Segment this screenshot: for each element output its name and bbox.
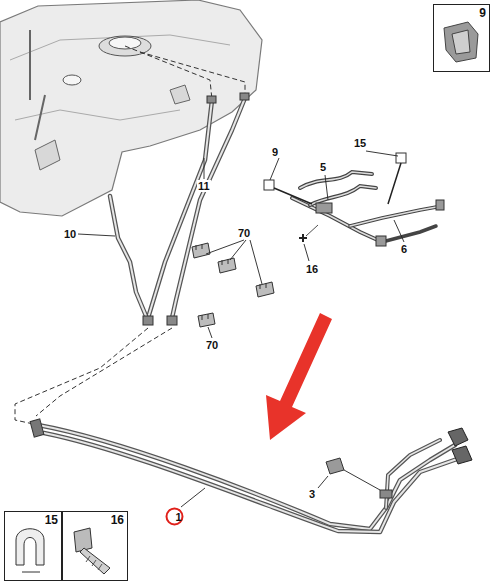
- callout-number: 5: [319, 161, 327, 173]
- callout-number: 70: [237, 227, 251, 239]
- callout-number: 16: [305, 263, 319, 275]
- inset-box: 15: [4, 511, 62, 581]
- callout-number: 6: [400, 243, 408, 255]
- callout-circle: 1: [165, 507, 192, 526]
- inset-box: 16: [62, 511, 128, 581]
- callout-number: 3: [308, 488, 316, 500]
- callout-number: 15: [45, 513, 58, 527]
- callout-number: 9: [479, 6, 486, 20]
- callout-number: 15: [353, 137, 367, 149]
- inset-box: 9: [433, 4, 490, 72]
- callout-number: 10: [63, 228, 77, 240]
- callout-number: 11: [197, 180, 211, 192]
- callout-number: 1: [165, 507, 192, 526]
- callout-number: 16: [111, 513, 124, 527]
- callout-number: 70: [205, 339, 219, 351]
- callout-number: 9: [271, 146, 279, 158]
